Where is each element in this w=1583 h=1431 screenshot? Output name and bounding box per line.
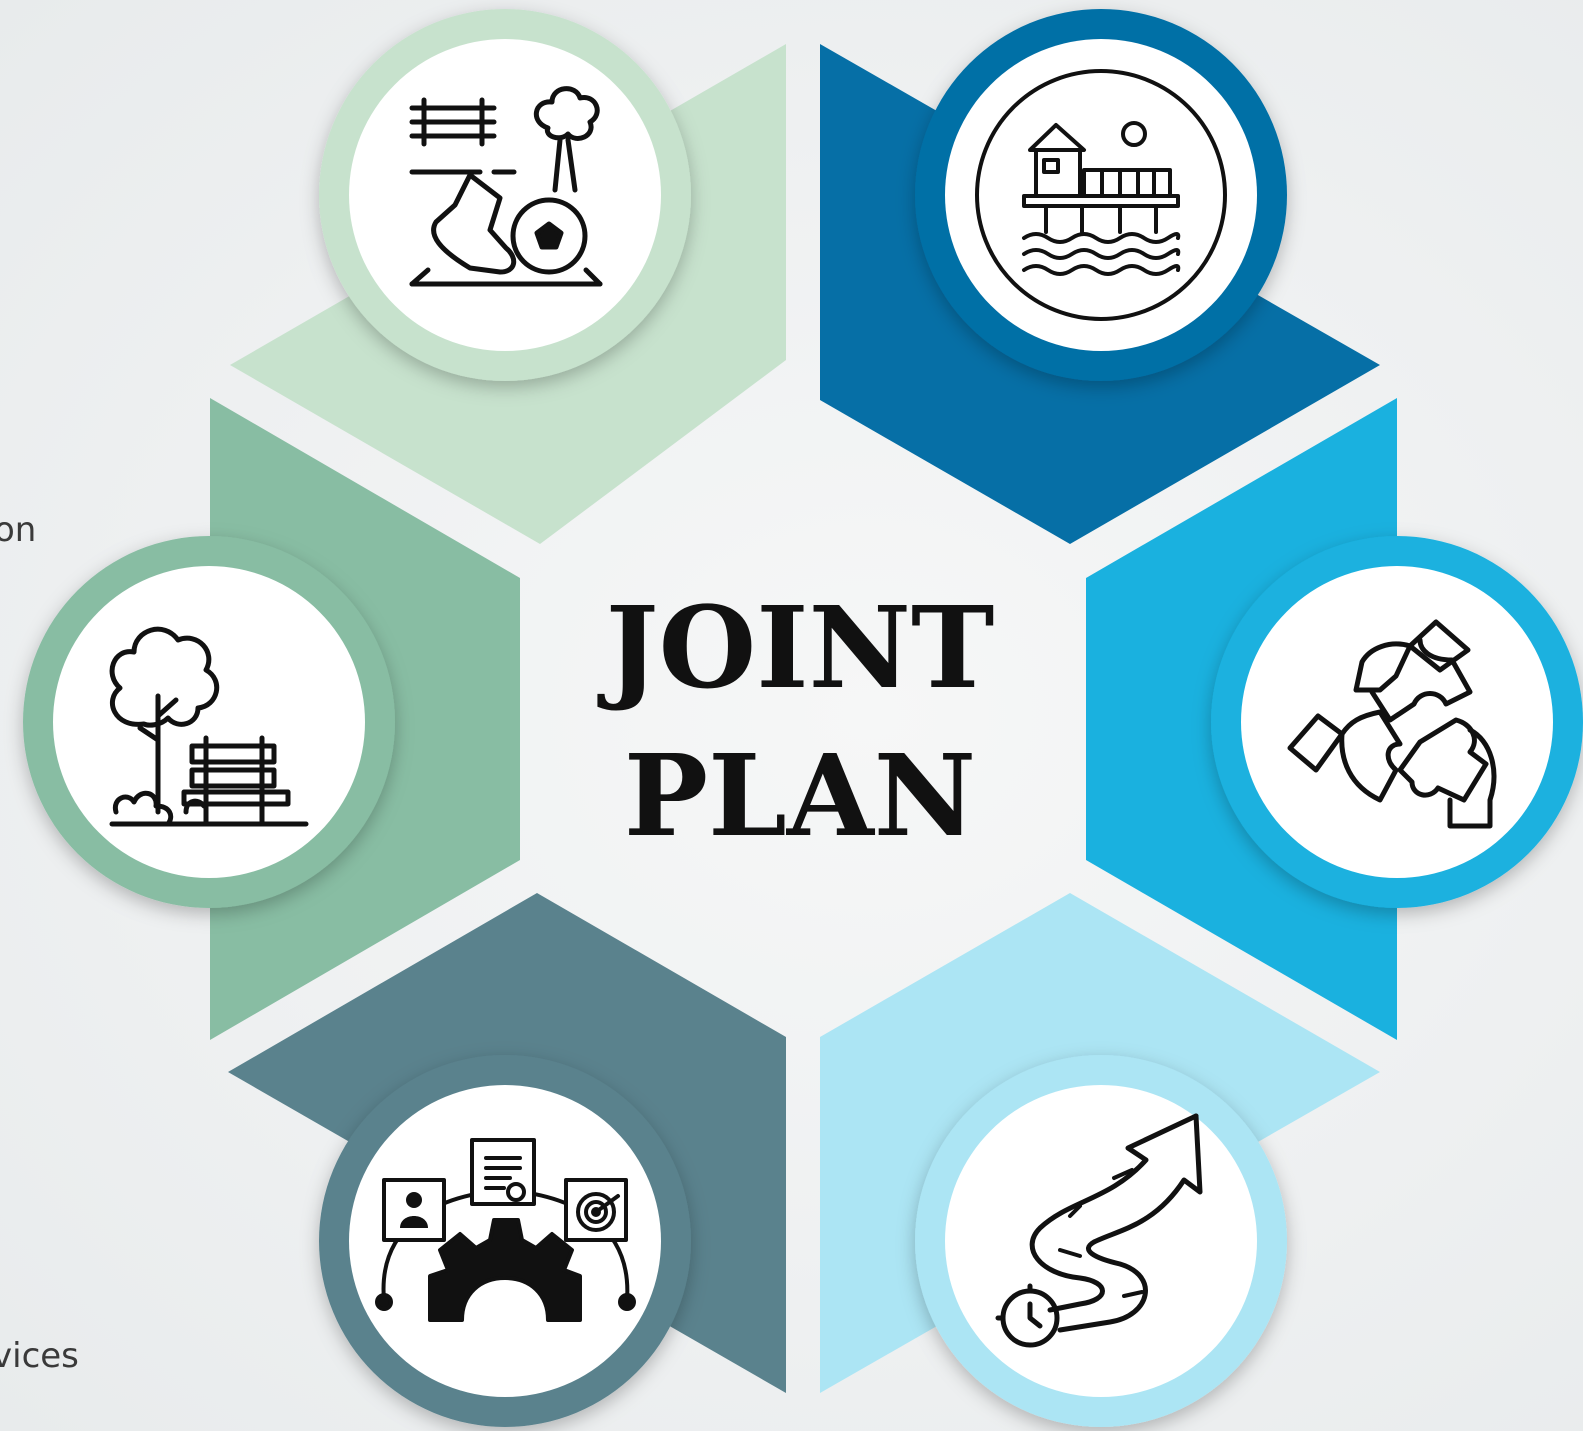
sports-park-icon	[409, 86, 603, 287]
side-text-left-top: on	[0, 510, 37, 550]
side-text-left-bottom: vices	[0, 1336, 79, 1376]
road-arrow-icon	[995, 1113, 1203, 1348]
title-line-2: PLAN	[623, 731, 977, 862]
strategy-gear-icon	[375, 1138, 636, 1322]
park-bench-icon	[109, 626, 309, 827]
puzzle-hands-icon	[1287, 619, 1497, 829]
pier-house-icon	[975, 69, 1227, 321]
node-left	[23, 536, 395, 908]
node-top-left	[319, 9, 691, 381]
node-right	[1211, 536, 1583, 908]
center-title: JOINT PLAN	[560, 575, 1040, 871]
title-line-1: JOINT	[605, 583, 995, 714]
